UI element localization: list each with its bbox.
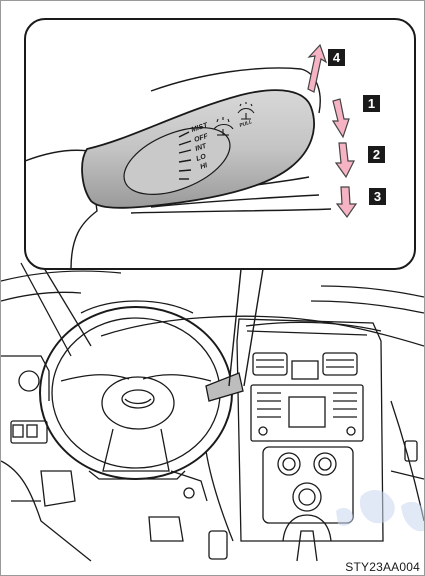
callout-number-3: 3 <box>369 188 386 205</box>
image-code: STY23AA004 <box>345 560 420 574</box>
leader-lines <box>229 269 263 386</box>
background-watermark <box>336 490 424 531</box>
dashboard-scene <box>1 263 424 561</box>
callout-panel: MIST OFF INT LO HI PULL <box>25 19 415 269</box>
callout-number-2: 2 <box>368 146 385 163</box>
callout-number-1: 1 <box>363 95 380 112</box>
callout-number-4: 4 <box>328 49 345 66</box>
